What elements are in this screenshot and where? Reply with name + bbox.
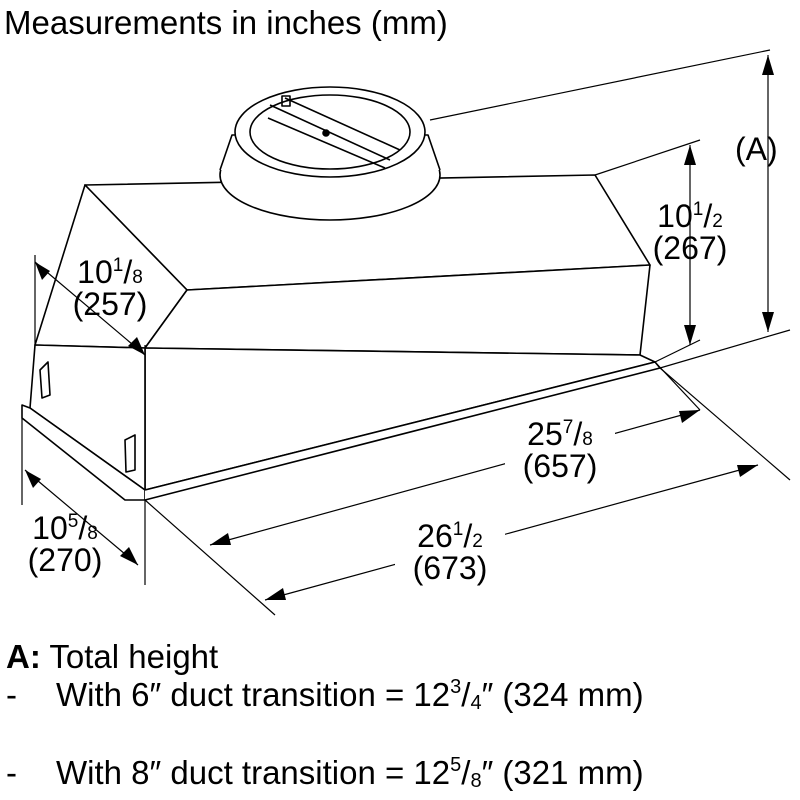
arrow-outer-b bbox=[737, 465, 758, 477]
height-dimension-label: 101/2 (267) bbox=[652, 198, 728, 266]
diagram-title: Measurements in inches (mm) bbox=[4, 4, 448, 41]
total-height-label: (A) bbox=[735, 131, 778, 167]
arrow-inner-b bbox=[679, 410, 700, 423]
notes-label: A: bbox=[6, 638, 41, 675]
arrow-a-top bbox=[762, 55, 774, 75]
notes-heading: A: Total height bbox=[6, 638, 218, 676]
vent-slot-right bbox=[124, 434, 136, 473]
note-line-6in: -With 6″ duct transition = 123/4″ (324 m… bbox=[6, 676, 644, 714]
outer-width-dimension-label: 261/2 (673) bbox=[395, 520, 505, 584]
arrow-a-bottom bbox=[762, 312, 774, 332]
arrow-inner-a bbox=[210, 533, 231, 545]
arrow-depthtop-b bbox=[128, 337, 145, 355]
arrow-depthbot-a bbox=[25, 470, 41, 488]
depth-top-dimension-label: 101/8 (257) bbox=[72, 254, 148, 322]
arrow-outer-a bbox=[265, 588, 286, 600]
arrow-depthtop-a bbox=[35, 262, 50, 280]
arrow-depthbot-b bbox=[120, 547, 138, 565]
note-line-8in: -With 8″ duct transition = 125/8″ (321 m… bbox=[6, 754, 644, 792]
arrow-height-bottom bbox=[684, 325, 696, 345]
notes-heading-text: Total height bbox=[49, 638, 219, 675]
arrow-height-top bbox=[684, 145, 696, 165]
inner-width-dimension-label: 257/8 (657) bbox=[505, 418, 615, 482]
depth-bottom-dimension-label: 105/8 (270) bbox=[27, 510, 103, 578]
vent-slot-left bbox=[39, 361, 51, 399]
